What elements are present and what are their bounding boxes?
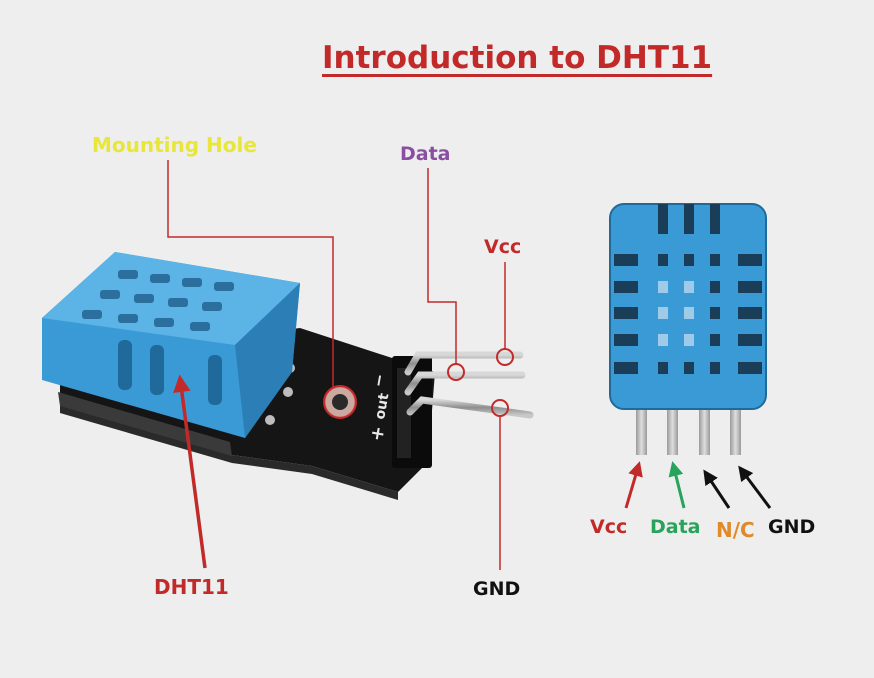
pinout-vent-grid bbox=[614, 254, 762, 374]
dht11-arrow bbox=[173, 374, 207, 569]
board-plus-marking: + bbox=[366, 424, 389, 443]
sensor-housing bbox=[42, 252, 300, 438]
pinout-vcc-arrow bbox=[624, 461, 643, 509]
pinout-vcc-label: Vcc bbox=[590, 516, 628, 538]
page-title: Introduction to DHT11 bbox=[322, 40, 713, 76]
pin-leg-vcc bbox=[636, 400, 647, 455]
pinout-gnd-label: GND bbox=[768, 516, 816, 538]
pinout-nc-arrow bbox=[703, 469, 731, 509]
data-label-module: Data bbox=[400, 143, 451, 165]
gnd-label-module: GND bbox=[473, 578, 521, 600]
board-out-marking: out bbox=[372, 392, 392, 421]
pinout-data-label: Data bbox=[650, 516, 701, 538]
data-leader bbox=[427, 168, 457, 365]
pinout-gnd-arrow bbox=[738, 465, 772, 509]
dht11-module: − out + bbox=[42, 252, 534, 500]
mounting-hole-marker bbox=[323, 385, 357, 419]
pinout-nc-label: N/C bbox=[716, 518, 755, 542]
pinout-data-arrow bbox=[668, 461, 686, 509]
dht11-pinout-diagram bbox=[609, 203, 772, 509]
board-minus-marking: − bbox=[368, 372, 389, 389]
mounting-hole-leader bbox=[167, 160, 334, 388]
vcc-label-module: Vcc bbox=[484, 236, 522, 258]
mounting-hole-label: Mounting Hole bbox=[92, 133, 257, 157]
dht11-label: DHT11 bbox=[154, 575, 229, 599]
pinout-sensor-body bbox=[609, 203, 767, 410]
pin-leg-data bbox=[667, 400, 678, 455]
pin-leg-nc bbox=[699, 400, 710, 455]
pin-leg-gnd bbox=[730, 400, 741, 455]
